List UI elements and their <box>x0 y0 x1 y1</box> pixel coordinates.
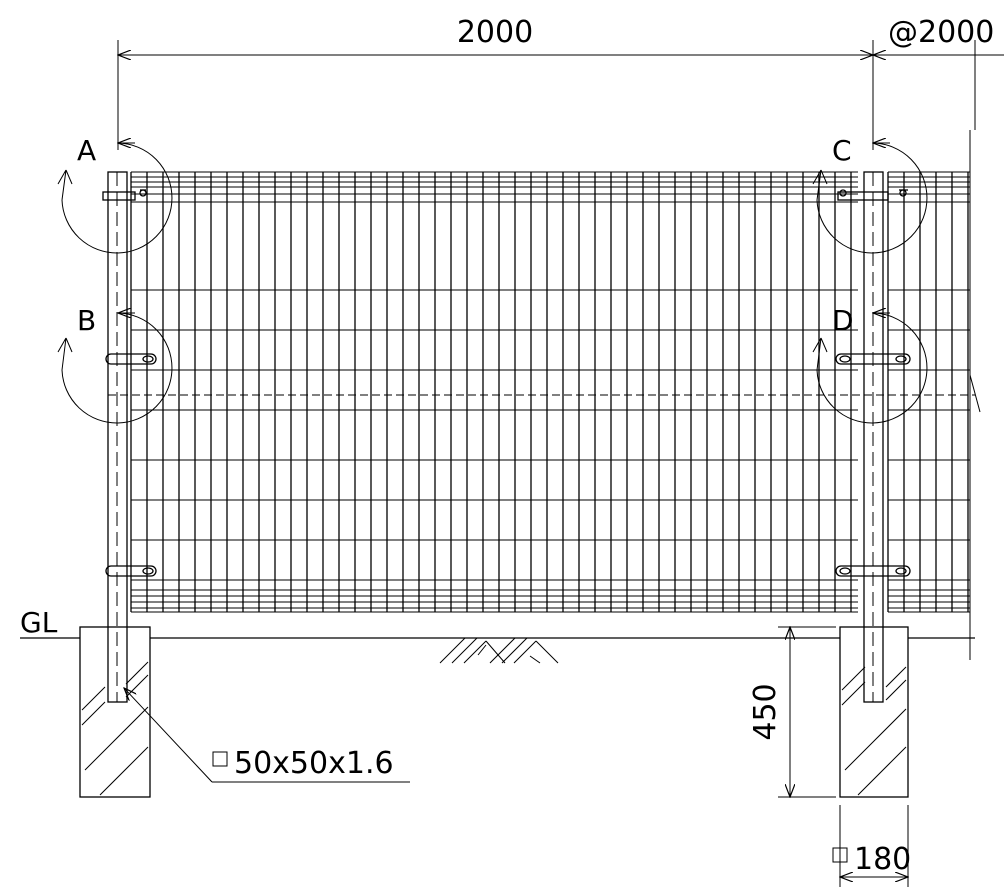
embed-depth-label: 450 <box>748 683 783 740</box>
post-right <box>863 171 884 703</box>
square-section-icon <box>212 751 228 767</box>
ground-hatch-symbol <box>439 637 559 664</box>
embed-depth-dimension: 450 <box>748 627 836 797</box>
section-marker-d: D <box>812 304 928 424</box>
pitch-dimension-label: @2000 <box>888 15 994 50</box>
span-dimension: 2000 <box>118 15 873 150</box>
post-spec-label: 50x50x1.6 <box>234 746 394 781</box>
span-dimension-label: 2000 <box>457 15 533 50</box>
section-marker-c: C <box>812 134 928 254</box>
footing-right <box>839 626 909 798</box>
band-clamp-right-lower <box>835 565 911 577</box>
band-clamp-left-lower <box>105 565 157 577</box>
pitch-dimension: @2000 <box>873 15 1004 130</box>
footing-left <box>79 626 151 798</box>
ground-level-label: GL <box>20 606 58 639</box>
footing-width-dimension: 180 <box>832 805 911 887</box>
post-left <box>107 171 128 703</box>
break-line <box>969 374 981 413</box>
section-marker-d-label: D <box>832 304 854 337</box>
section-marker-a-label: A <box>77 134 96 167</box>
section-marker-b: B <box>57 304 173 424</box>
post-spec-callout: 50x50x1.6 <box>124 688 410 783</box>
band-clamp-left-upper <box>105 353 157 365</box>
top-clamp-right <box>837 189 908 201</box>
section-marker-c-label: C <box>832 134 852 167</box>
footing-width-label: 180 <box>854 842 911 877</box>
ground-line: GL <box>20 606 975 639</box>
band-clamp-right-upper <box>835 353 911 365</box>
mesh-panel-right <box>887 171 970 613</box>
square-section-icon-2 <box>832 847 848 863</box>
section-marker-a: A <box>57 134 173 254</box>
top-clamp-left <box>102 189 147 201</box>
section-marker-b-label: B <box>77 304 96 337</box>
mesh-panel-main <box>130 171 858 613</box>
